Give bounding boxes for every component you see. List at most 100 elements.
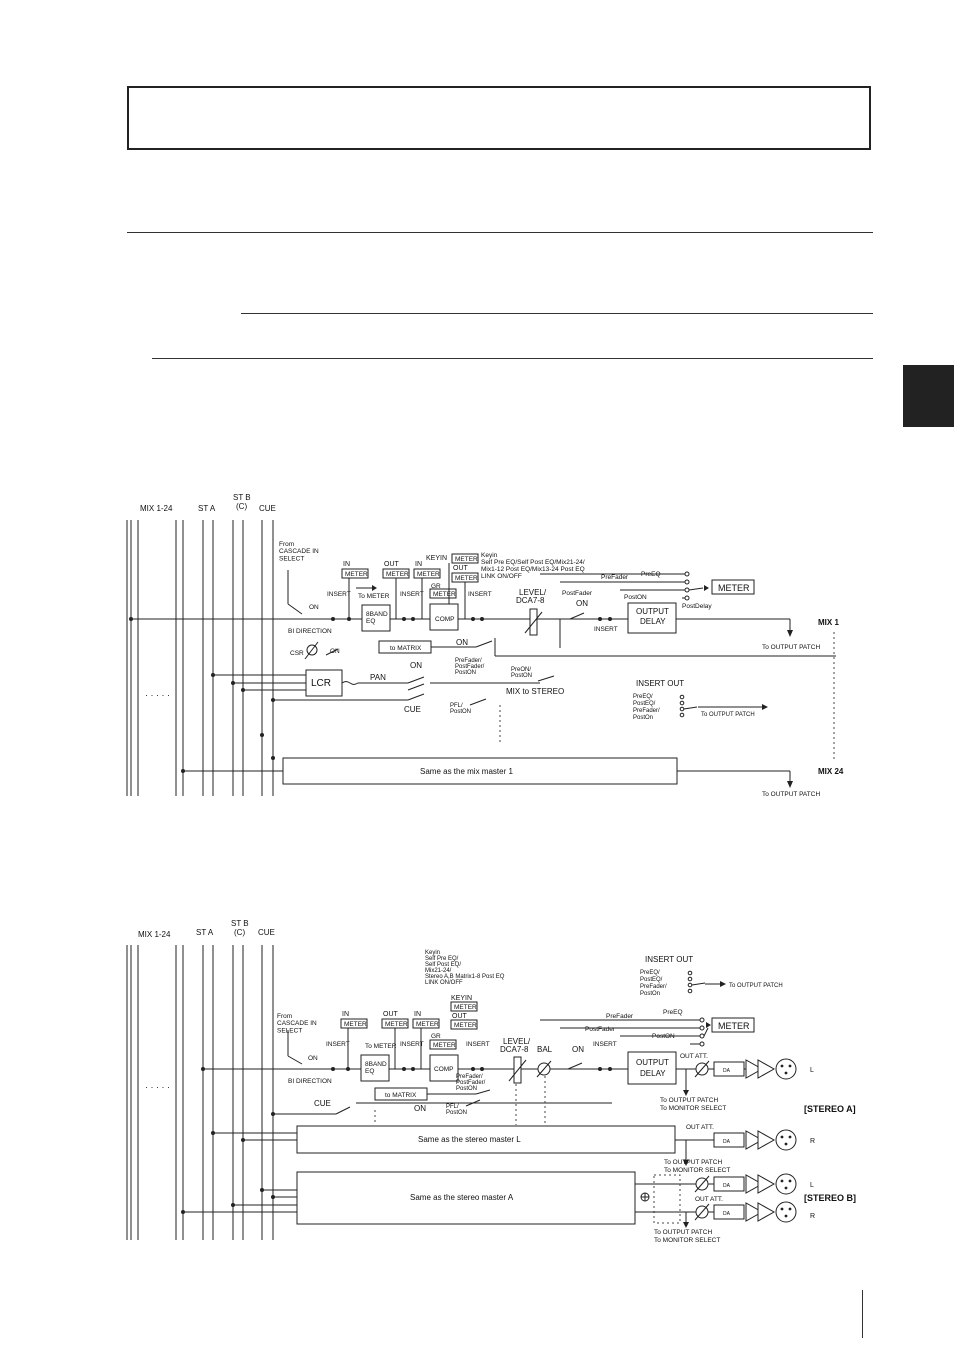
svg-text:METER: METER <box>455 575 478 582</box>
svg-text:To OUTPUT PATCH: To OUTPUT PATCH <box>701 712 755 718</box>
svg-text:METER: METER <box>718 1021 750 1031</box>
svg-text:R: R <box>810 1138 815 1145</box>
svg-text:COMP: COMP <box>434 1066 454 1073</box>
svg-text:PostDelay: PostDelay <box>682 603 712 610</box>
svg-text:PFL/PostON: PFL/PostON <box>446 1104 467 1116</box>
preon-poston: PreON/PostON <box>511 667 532 679</box>
svg-text:IN: IN <box>342 1011 349 1018</box>
bus-label-sta: ST A <box>198 504 216 513</box>
svg-text:CUE: CUE <box>404 705 421 714</box>
svg-text:PAN: PAN <box>370 673 386 682</box>
chapter-tab <box>903 365 954 427</box>
svg-text:METER: METER <box>417 571 440 578</box>
svg-text:PreFader/PostFader/PostON: PreFader/PostFader/PostON <box>456 1074 486 1092</box>
svg-text:CUE: CUE <box>314 1099 331 1108</box>
subsection-rule-2 <box>152 358 873 359</box>
svg-text:COMP: COMP <box>435 616 455 623</box>
svg-text:PreEQ: PreEQ <box>663 1009 683 1016</box>
on-label: ON <box>309 604 319 611</box>
svg-text:Same as the stereo master A: Same as the stereo master A <box>410 1193 514 1202</box>
in-meter-box <box>341 568 369 579</box>
svg-text:METER: METER <box>454 1004 477 1011</box>
stereo-insert-out-list: PreEQ/PostEQ/ PreFader/PostOn <box>640 970 667 997</box>
svg-text:METER: METER <box>385 1021 408 1028</box>
svg-text:GR: GR <box>431 583 441 590</box>
svg-text:MIX to STEREO: MIX to STEREO <box>506 687 564 696</box>
svg-text:METER: METER <box>718 583 750 593</box>
svg-text:PreFader: PreFader <box>601 574 629 581</box>
svg-text:Same as the mix master 1: Same as the mix master 1 <box>420 767 513 776</box>
svg-text:PostFader: PostFader <box>562 590 593 597</box>
svg-text:OUT: OUT <box>383 1011 399 1018</box>
prefader-postfader-poston: PreFader/PostFader/PostON <box>455 658 485 676</box>
svg-text:METER: METER <box>386 571 409 578</box>
eq-block <box>361 604 391 632</box>
bus-label-stb-c: (C) <box>236 502 247 511</box>
svg-text:INSERT: INSERT <box>594 626 618 633</box>
svg-text:ST A: ST A <box>196 928 214 937</box>
keyin-label: KEYIN <box>426 555 447 562</box>
stereo-master-diagram: MIX 1-24 ST A ST B (C) CUE · · · · · Key… <box>126 919 856 1244</box>
svg-text:IN: IN <box>415 561 422 568</box>
insert-out-list: PreEQ/PostEQ/ PreFader/PostOn <box>633 694 660 721</box>
section-rule <box>127 232 873 233</box>
to-meter-label: To METER <box>358 593 390 600</box>
svg-text:PostON: PostON <box>624 594 647 601</box>
insert-label-3: INSERT <box>468 591 492 598</box>
svg-text:IN: IN <box>414 1011 421 1018</box>
keyin-sources: Keyin Self Pre EQ/Self Post EQ/Mix21-24/… <box>481 552 587 580</box>
svg-text:L: L <box>810 1182 814 1189</box>
svg-text:DA: DA <box>723 1183 731 1189</box>
mix-bus-lines <box>126 520 274 796</box>
svg-text:KEYIN: KEYIN <box>451 995 472 1002</box>
svg-text:L: L <box>810 1067 814 1074</box>
svg-text:to MATRIX: to MATRIX <box>390 645 422 652</box>
svg-text:INSERT: INSERT <box>326 1041 350 1048</box>
output-delay-block <box>627 602 677 634</box>
bus-label-mix: MIX 1-24 <box>140 504 173 513</box>
to-output-patch-1: To OUTPUT PATCH <box>762 644 820 651</box>
mix1-label: MIX 1 <box>818 618 839 627</box>
svg-text:OUT: OUT <box>453 565 469 572</box>
svg-text:OUT ATT.: OUT ATT. <box>680 1053 708 1060</box>
svg-text:ST B: ST B <box>231 919 249 928</box>
svg-text:OUT: OUT <box>452 1013 468 1020</box>
svg-text:MIX 24: MIX 24 <box>818 767 844 776</box>
svg-text:GR: GR <box>431 1033 441 1040</box>
svg-text:R: R <box>810 1213 815 1220</box>
svg-text:METER: METER <box>345 571 368 578</box>
level-label: LEVEL/DCA7-8 <box>516 588 547 605</box>
svg-text:ON: ON <box>576 599 588 608</box>
subsection-rule <box>241 313 873 314</box>
in-label: IN <box>343 561 350 568</box>
comp-block <box>429 603 459 631</box>
svg-text:METER: METER <box>455 556 478 563</box>
svg-text:ON: ON <box>330 648 340 655</box>
bidir-label: BI DIRECTION <box>288 628 332 635</box>
svg-text:DA: DA <box>723 1068 731 1074</box>
svg-text:METER: METER <box>416 1021 439 1028</box>
svg-text:INSERT OUT: INSERT OUT <box>645 955 693 964</box>
svg-text:BI DIRECTION: BI DIRECTION <box>288 1078 332 1085</box>
svg-text:METER: METER <box>344 1021 367 1028</box>
svg-text:OUT ATT.: OUT ATT. <box>686 1124 714 1131</box>
svg-text:INSERT: INSERT <box>593 1041 617 1048</box>
svg-text:LEVEL/DCA7-8: LEVEL/DCA7-8 <box>500 1037 531 1054</box>
svg-text:ON: ON <box>456 638 468 647</box>
svg-text:CUE: CUE <box>258 928 275 937</box>
bus-label-stb: ST B <box>233 493 251 502</box>
svg-text:Same as the stereo master L: Same as the stereo master L <box>418 1135 521 1144</box>
meter-big-box <box>711 579 755 595</box>
out-label: OUT <box>384 561 400 568</box>
svg-text:METER: METER <box>433 1042 456 1049</box>
page-marker <box>862 1290 863 1338</box>
svg-text:METER: METER <box>454 1022 477 1029</box>
svg-text:· · · · ·: · · · · · <box>145 1082 170 1092</box>
bus-label-cue: CUE <box>259 504 276 513</box>
